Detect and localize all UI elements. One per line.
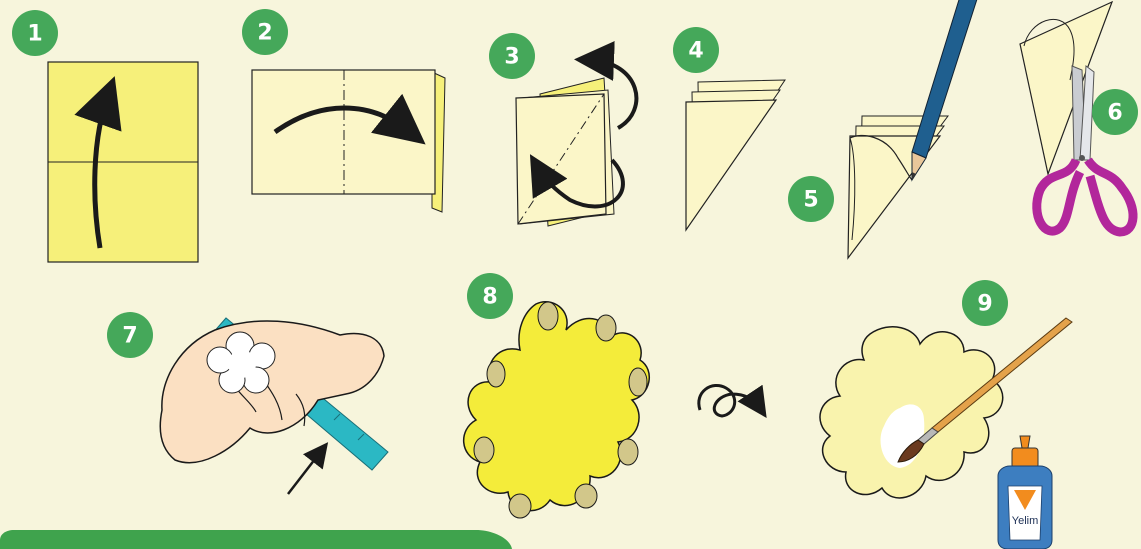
triangle-layer-front: [686, 100, 776, 230]
yellow-paper-flower: [464, 302, 650, 511]
step-number-3: 3: [504, 45, 519, 70]
step-7: 7: [107, 312, 388, 494]
step-number-9: 9: [977, 292, 992, 317]
step-number-6: 6: [1107, 101, 1122, 126]
flip-over-arrow-icon: [699, 385, 760, 416]
pencil-icon: [912, 0, 978, 180]
glue-bottle-label: Yelim: [1012, 515, 1039, 527]
step-number-2: 2: [257, 21, 272, 46]
step-number-8: 8: [482, 285, 497, 310]
step-6: 6: [1020, 2, 1138, 232]
step-3: 3: [489, 33, 636, 226]
step-1: 1: [12, 10, 198, 262]
bottom-banner: [0, 530, 512, 549]
step-5: 5: [788, 0, 978, 258]
step-number-5: 5: [803, 188, 818, 213]
step-9: Yelim 9: [820, 280, 1072, 549]
step-number-1: 1: [27, 22, 42, 47]
step-8: 8: [464, 273, 650, 518]
step-2: 2: [242, 9, 445, 212]
glue-bottle-icon: Yelim: [998, 436, 1052, 549]
step-4: 4: [673, 27, 785, 230]
step-number-7: 7: [122, 324, 137, 349]
step-number-4: 4: [688, 39, 703, 64]
pointer-arrow-icon: [288, 450, 322, 494]
